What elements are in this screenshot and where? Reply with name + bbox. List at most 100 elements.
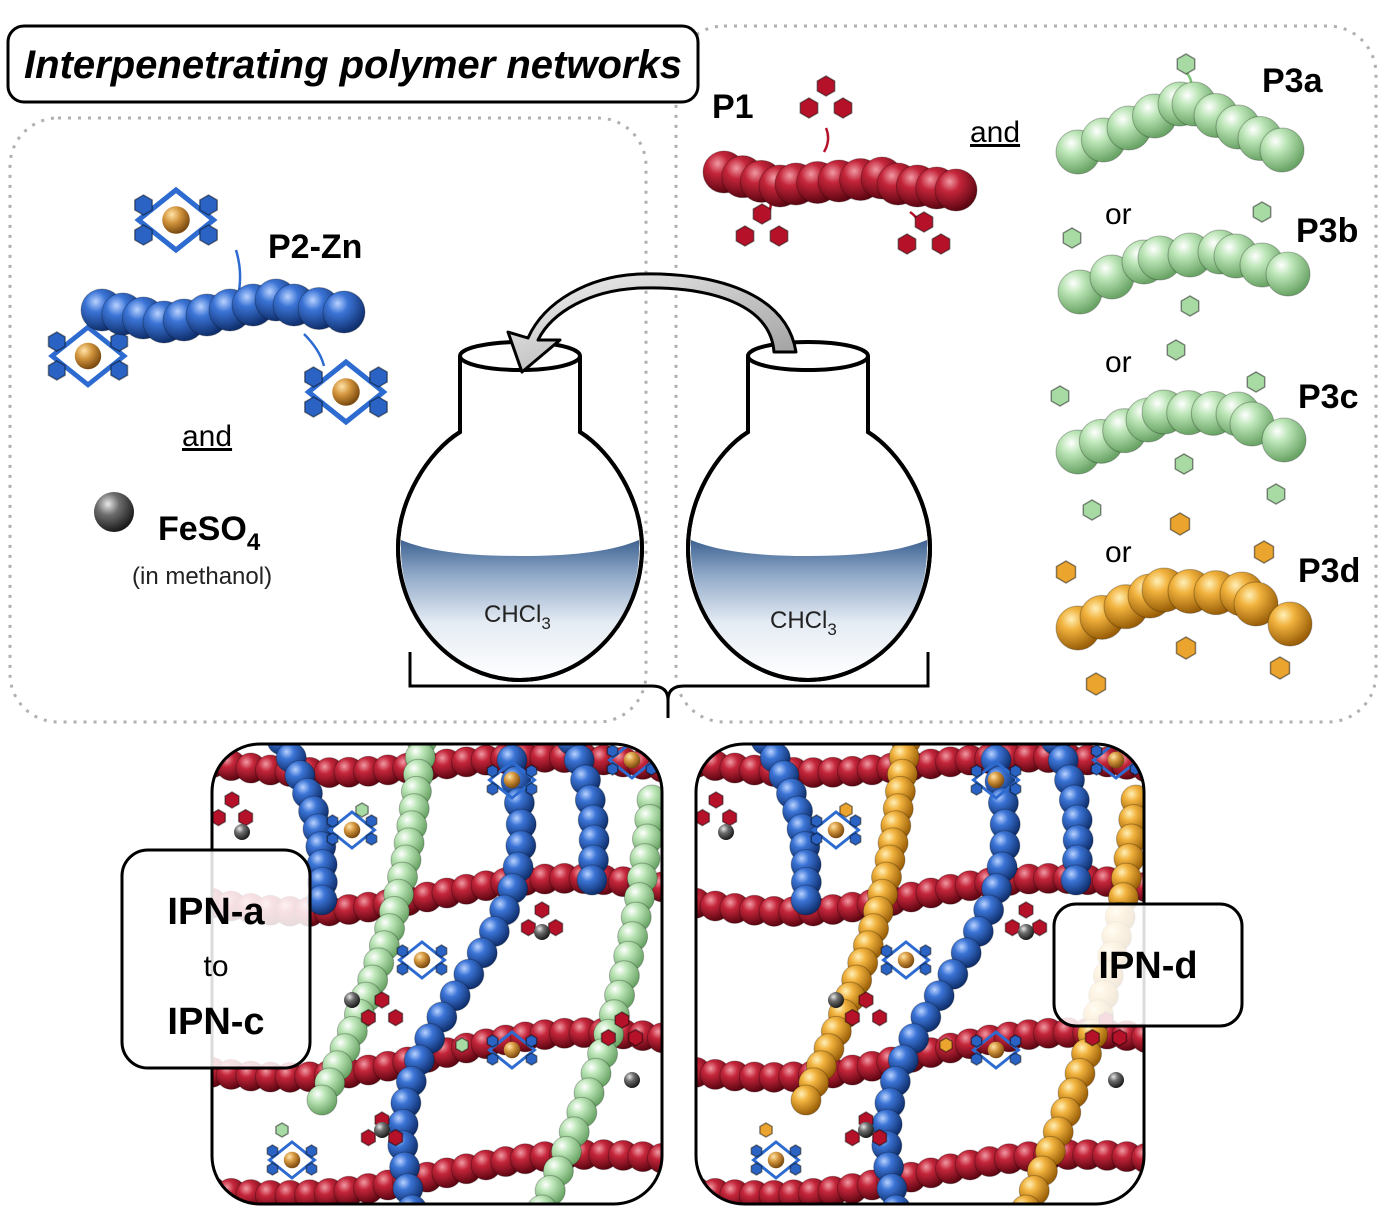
terpyridine-ligand <box>212 791 254 827</box>
ligand-ring <box>833 97 853 119</box>
zn-porphyrin <box>326 810 378 850</box>
ligand-ring <box>1111 1028 1128 1047</box>
p3c-label: P3c <box>1298 378 1359 416</box>
pyrrole-ring <box>1009 1034 1022 1048</box>
pyrrole-ring <box>486 1034 499 1048</box>
p3b-label: P3b <box>1296 212 1358 250</box>
ligand-ring <box>614 1011 630 1029</box>
zn-porphyrin <box>486 760 538 800</box>
pyrrole-ring <box>525 1052 538 1066</box>
p3c-end-group <box>1246 371 1266 393</box>
p3c-end-group <box>1266 483 1286 505</box>
pyrrole-ring <box>305 1144 318 1158</box>
pyrrole-ring <box>266 1162 279 1176</box>
ipn-left-line-1: IPN-a <box>167 891 265 933</box>
ligand-ring <box>520 918 537 937</box>
p3a-label: P3a <box>1262 62 1324 100</box>
zn-porphyrin <box>486 1030 538 1070</box>
pyrrole-ring <box>606 762 619 776</box>
ipn-left-line-2: to <box>203 950 228 983</box>
fe-ion <box>828 992 844 1008</box>
feso4-subscript: 4 <box>247 529 261 556</box>
pyrrole-ring <box>645 744 658 758</box>
ligand-ring <box>374 991 390 1009</box>
pyrrole-ring <box>326 832 339 846</box>
net-end-group <box>455 1037 469 1053</box>
ligand-ring <box>1031 918 1048 937</box>
bracket <box>408 652 930 718</box>
p3b-chain <box>1057 229 1311 315</box>
p3d-label: P3d <box>1298 552 1360 590</box>
p3d-end-group <box>1269 656 1291 680</box>
ligand-ring <box>871 1008 888 1027</box>
pyrrole-ring <box>849 832 862 846</box>
or-label-1: or <box>1105 198 1132 231</box>
or-label-3: or <box>1105 536 1132 569</box>
ligand-ring <box>237 808 254 827</box>
p3d-end-group <box>1175 636 1197 660</box>
ligand-ring <box>547 918 564 937</box>
net-end-group <box>275 1122 289 1138</box>
ligand-ring <box>858 991 874 1009</box>
ligand-ring <box>871 1128 888 1147</box>
pyrrole-ring <box>47 331 66 353</box>
pyrrole-ring <box>134 224 153 246</box>
zn-porphyrin <box>266 1140 318 1180</box>
net-blue-chain <box>266 744 338 916</box>
zn-porphyrin <box>304 358 388 426</box>
fe-ion <box>718 824 734 840</box>
zn-porphyrin <box>750 1140 802 1180</box>
ligand-ring <box>696 808 711 827</box>
ligand-ring <box>534 901 550 919</box>
pyrrole-ring <box>1090 744 1103 758</box>
molecule-layer <box>47 53 1313 696</box>
p3c-end-group <box>1082 499 1102 521</box>
net-end-group <box>355 802 369 818</box>
flask-left: CHCl3 <box>395 340 645 683</box>
ligand-ring <box>844 1128 861 1147</box>
pyrrole-ring <box>486 782 499 796</box>
fe-ion <box>344 992 360 1008</box>
zn-porphyrin <box>970 1030 1022 1070</box>
p1-chain <box>702 150 978 212</box>
or-label-2: or <box>1105 346 1132 379</box>
p1-label: P1 <box>712 88 754 126</box>
ipn-right-label: IPN-d <box>1098 945 1197 987</box>
pyrrole-ring <box>750 1144 763 1158</box>
terpyridine-ligand <box>844 991 888 1027</box>
pyrrole-ring <box>919 944 932 958</box>
feso4-label: FeSO4 <box>158 510 261 556</box>
fe-ion <box>858 1122 874 1138</box>
p3b-end-group <box>1062 227 1082 249</box>
pyrrole-ring <box>396 944 409 958</box>
salt-note: (in methanol) <box>132 563 272 590</box>
flask-right-solvent-main: CHCl <box>770 607 827 634</box>
right-group-box <box>674 24 1378 724</box>
pyrrole-ring <box>750 1162 763 1176</box>
right-and-label: and <box>970 116 1020 149</box>
flask-left-solvent: CHCl3 <box>484 601 551 633</box>
pyrrole-ring <box>304 396 323 418</box>
fe-ion <box>1108 1072 1124 1088</box>
pyrrole-ring <box>110 359 129 381</box>
fe-ion <box>94 492 134 532</box>
pyrrole-ring <box>369 396 388 418</box>
p2-zn-label: P2-Zn <box>268 228 362 266</box>
p3d-end-group <box>1085 672 1107 696</box>
ligand-ring <box>387 1128 404 1147</box>
zn-porphyrin <box>47 324 129 388</box>
feso4-text: FeSO <box>158 510 247 548</box>
net-end-group <box>939 1037 953 1053</box>
ligand-ring <box>914 211 934 233</box>
ligand-ring <box>931 233 951 255</box>
flask-right-solvent-sub: 3 <box>827 620 836 639</box>
zn-porphyrin <box>970 760 1022 800</box>
p2-zn-chain <box>80 278 366 344</box>
pyrrole-ring <box>305 1162 318 1176</box>
pyrrole-ring <box>47 359 66 381</box>
pyrrole-ring <box>365 814 378 828</box>
pyrrole-ring <box>304 366 323 388</box>
net-end-group <box>759 1122 773 1138</box>
p3d-end-group <box>1169 512 1191 536</box>
